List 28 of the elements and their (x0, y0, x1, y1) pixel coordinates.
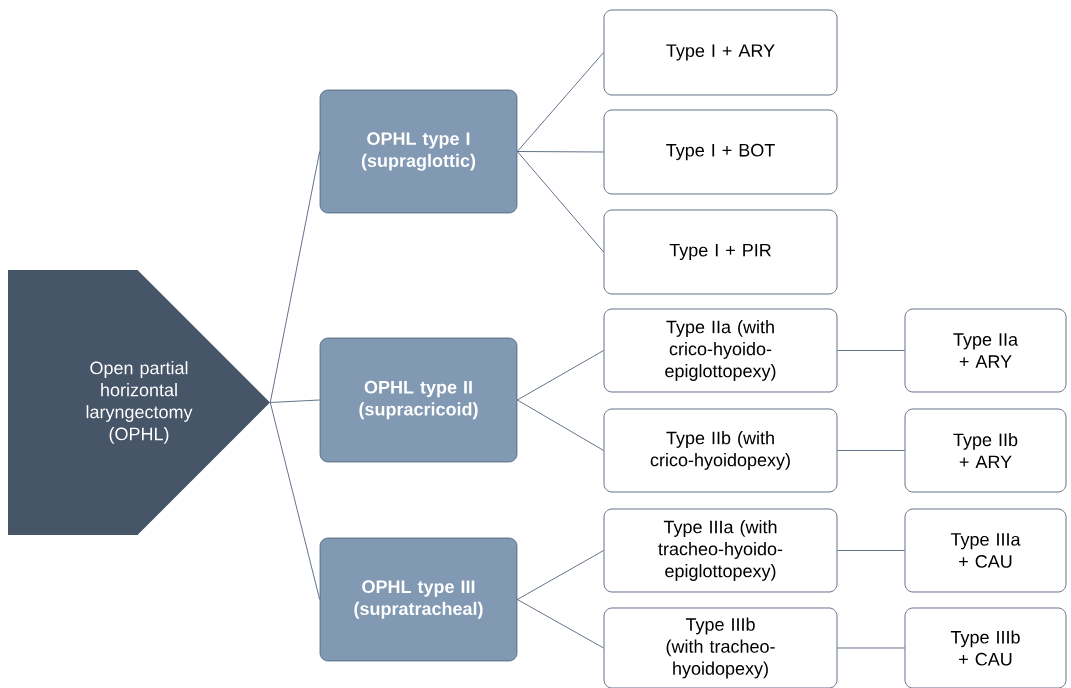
subtype-box: Type I + PIR (603, 209, 838, 295)
connector-line (516, 350, 604, 401)
category-box: OPHL type II (supracricoid) (319, 337, 518, 463)
subtype-box: Type IIb (with crico-hyoidopexy) (603, 408, 838, 493)
connector-line (837, 647, 905, 649)
subtype-box: Type I + ARY (603, 9, 838, 96)
subtype-box: Type IIIb + CAU (904, 607, 1067, 688)
subtype-box: Type IIIa + CAU (904, 508, 1067, 593)
subtype-box: Type IIIb (with tracheo-hyoidopexy) (603, 607, 838, 688)
category-box: OPHL type III (supratracheal) (319, 537, 518, 662)
connector-line (516, 550, 604, 600)
connector-line (516, 151, 604, 153)
connector-line (516, 599, 604, 649)
subtype-box: Type IIa (with crico-hyoido-epiglottopexy) (603, 308, 838, 393)
connector-line (269, 151, 321, 403)
connector-line (516, 151, 604, 253)
connector-line (516, 399, 604, 451)
connector-line (837, 550, 905, 551)
subtype-box: Type I + BOT (603, 109, 838, 195)
connector-line (269, 399, 321, 403)
connector-line (837, 450, 905, 451)
category-box: OPHL type I (supraglottic) (319, 89, 518, 214)
connector-line (269, 402, 321, 600)
subtype-box: Type IIa + ARY (904, 308, 1067, 393)
subtype-box: Type IIIa (with tracheo-hyoido-epiglottopexy) (603, 508, 838, 593)
connector-line (837, 350, 905, 351)
subtype-box: Type IIb + ARY (904, 408, 1067, 493)
connector-line (516, 52, 604, 152)
